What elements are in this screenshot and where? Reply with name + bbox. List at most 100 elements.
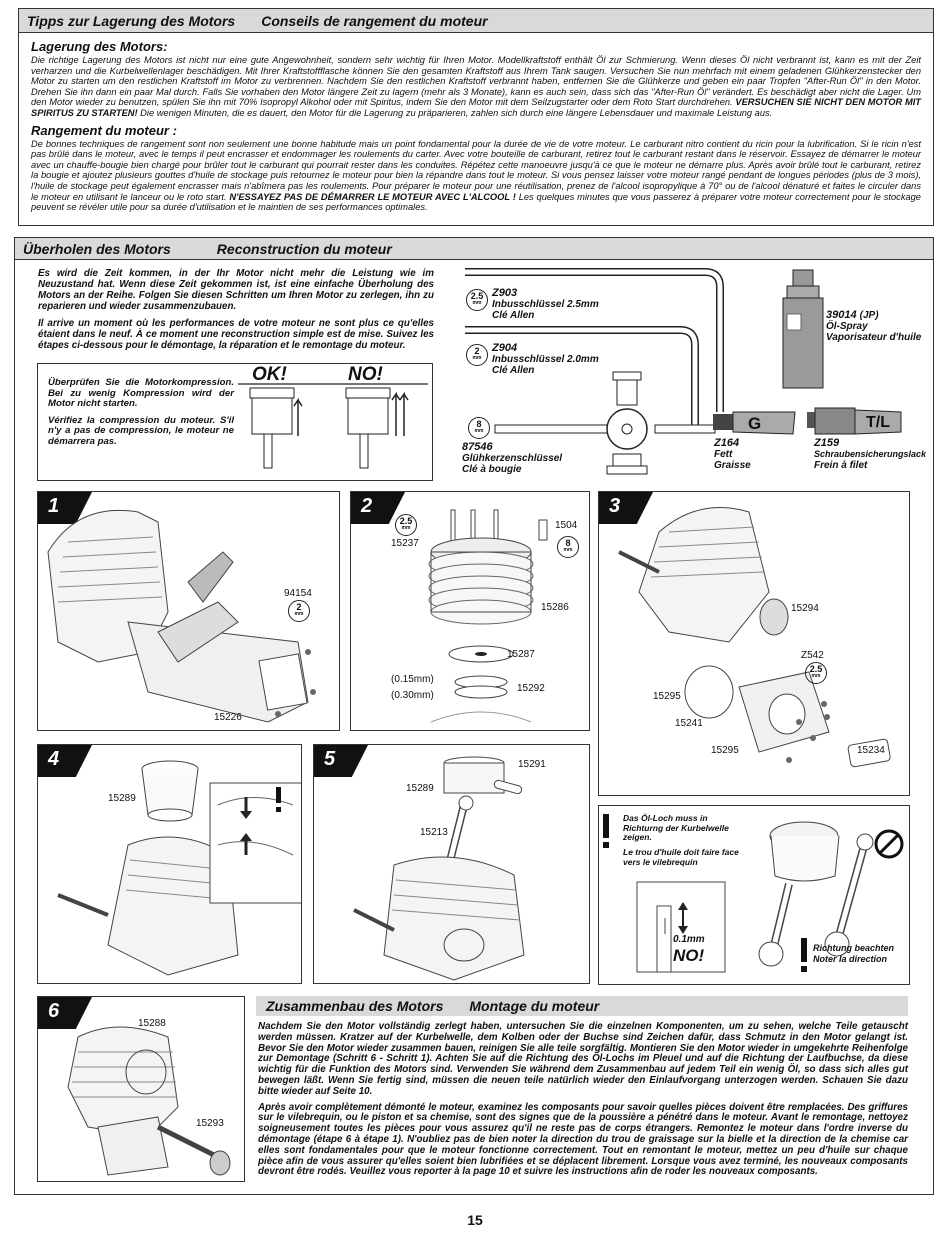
87546-fr: Clé à bougie [462,464,522,475]
step-6-part-15288: 15288 [138,1018,166,1029]
step-5-part-15289: 15289 [406,783,434,794]
step-2-part-15237: 15237 [391,538,419,549]
step-3-part-15234: 15234 [857,745,885,756]
oil-spray-fr: Vaporisateur d'huile [826,332,922,343]
step-1-part-94154: 94154 [284,588,312,599]
z903-fr: Clé Allen [492,310,535,321]
z159-code: Z159 [814,437,840,449]
z904-code: Z904 [492,342,518,354]
direction-note-fr: Noter la direction [813,954,888,964]
step-2-part-15292: 15292 [517,683,545,694]
grease-tube-label: G [748,414,762,433]
step-6-engine-drawing [67,1026,231,1176]
step-4-panel: 4 15289 [37,744,302,984]
page-number: 15 [467,1212,483,1228]
assembly-text-de: Nachdem Sie den Motor vollständig zerleg… [258,1021,908,1097]
z904-label: Z904 Inbusschlüssel 2.0mm Clé Allen [492,342,599,377]
87546-label: 87546 Glühkerzenschlüssel Clé à bougie [462,441,563,476]
step-2-gasket-015: (0.15mm) [391,674,434,685]
step-6-part-15293: 15293 [196,1118,224,1129]
step-3-engine-drawing [618,507,891,768]
z159-fr: Frein à filet [814,460,868,471]
oil-hole-note-fr: Le trou d'huile doit faire face vers le … [623,847,739,867]
compression-check-box: Überprüfen Sie die Motorkompression. Bei… [37,363,433,481]
compression-diagram [238,383,428,469]
z903-code: Z903 [492,287,518,299]
storage-tips-section: Tipps zur Lagerung des Motors Conseils d… [18,8,934,226]
z903-de: Inbusschlüssel 2.5mm [492,299,599,310]
assembly-body: Nachdem Sie den Motor vollständig zerleg… [258,1021,908,1178]
z164-code: Z164 [714,437,740,449]
step-2-part-15286: 15286 [541,602,569,613]
direction-note-de: Richtung beachten [813,943,895,953]
no-label: NO! [348,364,383,385]
step-6-panel: 6 15288 15293 [37,996,245,1182]
z159-de: Schraubensicherungslack [814,449,927,459]
storage-fr-heading: Rangement du moteur : [31,122,177,138]
87546-code: 87546 [462,441,493,453]
threadlock-tube-label: T/L [866,414,890,431]
step-5-piston-drawing [353,756,525,981]
tools-illustration [465,268,902,475]
step-3-tool-z542: Z542 [801,650,824,661]
storage-tips-title-fr: Conseils de rangement du moteur [261,12,488,29]
step-5-part-15213: 15213 [420,827,448,838]
overhaul-intro-de: Es wird die Zeit kommen, in der Ihr Moto… [38,268,434,312]
step-3-part-15241: 15241 [675,718,703,729]
step-3-part-15294: 15294 [791,603,819,614]
oil-spray-de: Öl-Spray [826,321,868,332]
oil-spray-code: 39014 (JP) [826,309,879,322]
z904-de: Inbusschlüssel 2.0mm [492,354,599,365]
z904-fr: Clé Allen [492,365,535,376]
storage-de-heading: Lagerung des Motors: [31,39,168,54]
step-4-sleeve-drawing [57,760,301,976]
step-1-part-15226: 15226 [214,712,242,723]
assembly-title-fr: Montage du moteur [469,998,600,1014]
overhaul-intro-fr: Il arrive un moment où les performances … [38,318,434,351]
ok-label: OK! [252,364,287,385]
z164-fr: Graisse [714,460,751,471]
87546-de: Glühkerzenschlüssel [462,453,563,464]
z903-label: Z903 Inbusschlüssel 2.5mm Clé Allen [492,287,599,322]
step-6-number: 6 [38,997,92,1029]
step-3-part-15295-b: 15295 [711,745,739,756]
oil-hole-drawing [603,814,904,973]
step-2-part-1504: 1504 [555,520,578,531]
step-1-number: 1 [38,492,92,524]
storage-tips-header: Tipps zur Lagerung des Motors Conseils d… [19,9,933,33]
step-2-cylinder-drawing [428,509,548,723]
overhaul-title-de: Überholen des Motors [23,240,171,257]
compression-check-fr: Vérifiez la compression du moteur. S'il … [48,414,234,447]
z164-de: Fett [714,449,733,460]
overhaul-header: Überholen des Motors Reconstruction du m… [15,238,933,260]
z159-label: Z159 Schraubensicherungslack Frein à fil… [814,437,927,472]
step-3-part-15295-a: 15295 [653,691,681,702]
step-5-part-15291: 15291 [518,759,546,770]
storage-de-paragraph: Die richtige Lagerung des Motors ist nic… [31,55,921,118]
compression-check-de: Überprüfen Sie die Motorkompression. Bei… [48,377,234,410]
step-5-panel: 5 15291 15289 15213 [313,744,590,984]
storage-fr-paragraph: De bonnes techniques de rangement sont n… [31,138,921,213]
oil-hole-gap-label: 0.1mm [673,934,705,945]
oil-hole-no-label: NO! [673,946,705,965]
assembly-text-fr: Après avoir complètement démonté le mote… [258,1101,908,1178]
compression-check-text: Überprüfen Sie die Motorkompression. Bei… [48,377,234,448]
storage-tips-title-de: Tipps zur Lagerung des Motors [27,12,236,29]
assembly-header: Zusammenbau des Motors Montage du moteur [256,996,908,1016]
z164-label: Z164 Fett Graisse [714,437,751,472]
step-2-part-15287: 15287 [507,649,535,660]
overhaul-intro: Es wird die Zeit kommen, in der Ihr Moto… [38,268,434,351]
oil-hole-detail-panel: Das Öl-Loch muss in Richturng der Kurbel… [598,805,910,985]
step-1-engine-drawing [47,509,316,723]
overhaul-title-fr: Reconstruction du moteur [216,240,392,257]
